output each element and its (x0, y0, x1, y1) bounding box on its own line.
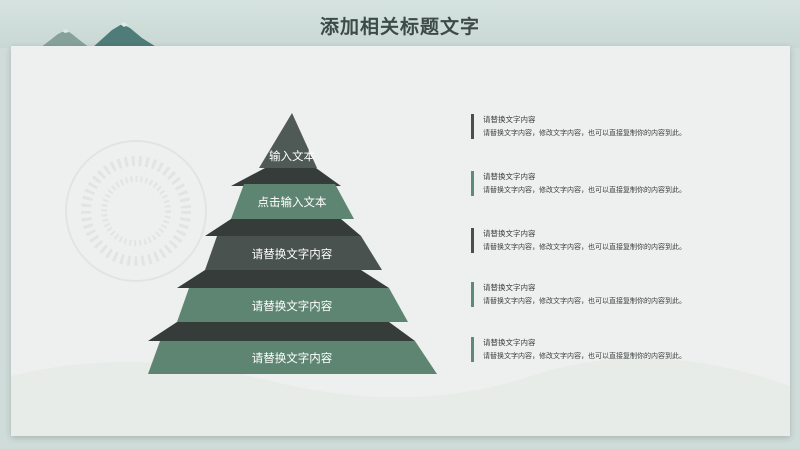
pyramid-tier-4 (177, 288, 408, 322)
pyramid-tier-3-label: 请替换文字内容 (251, 247, 333, 261)
pyramid-tier-1-label: 输入文本 (269, 149, 315, 163)
description-title: 请替换文字内容 (483, 229, 536, 238)
description-body: 请替换文字内容，修改文字内容，也可以直接复制你的内容到此。 (483, 297, 686, 305)
pyramid-tier-1 (259, 113, 317, 168)
description-title: 请替换文字内容 (483, 283, 536, 292)
pyramid-fold-3 (177, 270, 389, 288)
description-block-2: 请替换文字内容 请替换文字内容，修改文字内容，也可以直接复制你的内容到此。 (471, 171, 723, 196)
description-body: 请替换文字内容，修改文字内容，也可以直接复制你的内容到此。 (483, 352, 686, 360)
pyramid-tier-3 (205, 236, 382, 270)
pyramid-fold-4 (148, 322, 415, 341)
description-title: 请替换文字内容 (483, 115, 536, 124)
pyramid-tier-5-label: 请替换文字内容 (251, 351, 333, 365)
description-title: 请替换文字内容 (483, 172, 536, 181)
pyramid-fold-2 (205, 219, 361, 236)
description-body: 请替换文字内容，修改文字内容，也可以直接复制你的内容到此。 (483, 129, 686, 137)
decorative-background (11, 140, 790, 436)
description-block-4: 请替换文字内容 请替换文字内容，修改文字内容，也可以直接复制你的内容到此。 (471, 282, 723, 307)
slide-header: 添加相关标题文字 (0, 0, 800, 48)
description-block-3: 请替换文字内容 请替换文字内容，修改文字内容，也可以直接复制你的内容到此。 (471, 228, 723, 253)
pyramid-tier-5 (148, 341, 437, 374)
description-title: 请替换文字内容 (483, 338, 536, 347)
slide-title: 添加相关标题文字 (319, 16, 480, 38)
description-block-1: 请替换文字内容 请替换文字内容，修改文字内容，也可以直接复制你的内容到此。 (471, 114, 723, 139)
pyramid-tier-2 (231, 184, 354, 219)
pyramid-diagram (148, 113, 437, 374)
description-block-5: 请替换文字内容 请替换文字内容，修改文字内容，也可以直接复制你的内容到此。 (471, 337, 723, 362)
description-body: 请替换文字内容，修改文字内容，也可以直接复制你的内容到此。 (483, 186, 686, 194)
pyramid-tier-4-label: 请替换文字内容 (251, 299, 333, 313)
pyramid-fold-1 (231, 168, 341, 186)
description-body: 请替换文字内容，修改文字内容，也可以直接复制你的内容到此。 (483, 243, 686, 251)
content-panel: 输入文本 点击输入文本 请替换文字内容 请替换文字内容 请替换文字内容 请替换文… (11, 46, 790, 436)
pyramid-tier-2-label: 点击输入文本 (257, 195, 327, 209)
mountain-illustration (40, 22, 158, 48)
